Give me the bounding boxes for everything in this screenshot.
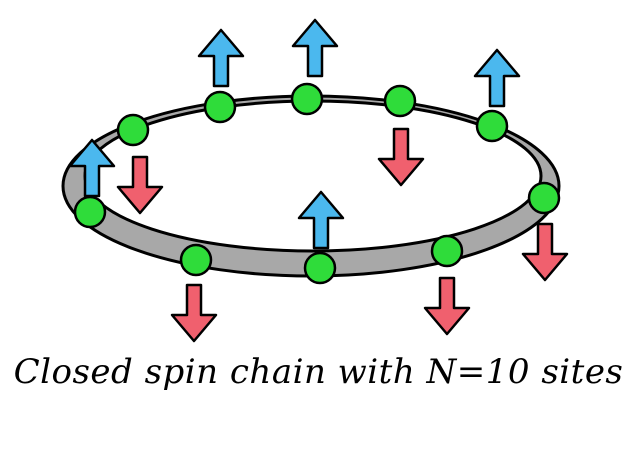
site-1: [73, 195, 107, 229]
spins-layer: [68, 18, 569, 343]
spin-down-arrow-7: [521, 222, 569, 282]
spin-down-arrow-5: [377, 127, 425, 187]
spin-down-arrow-2: [116, 155, 164, 215]
site-10: [179, 243, 213, 277]
site-9: [303, 251, 337, 285]
ring: [61, 94, 561, 278]
spin-up-arrow-6: [473, 48, 521, 108]
site-2: [116, 113, 150, 147]
spin-up-arrow-4: [291, 18, 339, 78]
sites-layer: [73, 82, 561, 285]
site-5: [383, 84, 417, 118]
spin-down-arrow-8: [423, 276, 471, 336]
diagram-caption: Closed spin chain with N=10 sites: [13, 352, 624, 392]
spin-up-arrow-9: [297, 190, 345, 250]
site-4: [290, 82, 324, 116]
site-6: [475, 109, 509, 143]
spin-up-arrow-3: [197, 28, 245, 88]
spin-down-arrow-10: [170, 283, 218, 343]
site-8: [430, 234, 464, 268]
site-3: [203, 90, 237, 124]
site-7: [527, 181, 561, 215]
